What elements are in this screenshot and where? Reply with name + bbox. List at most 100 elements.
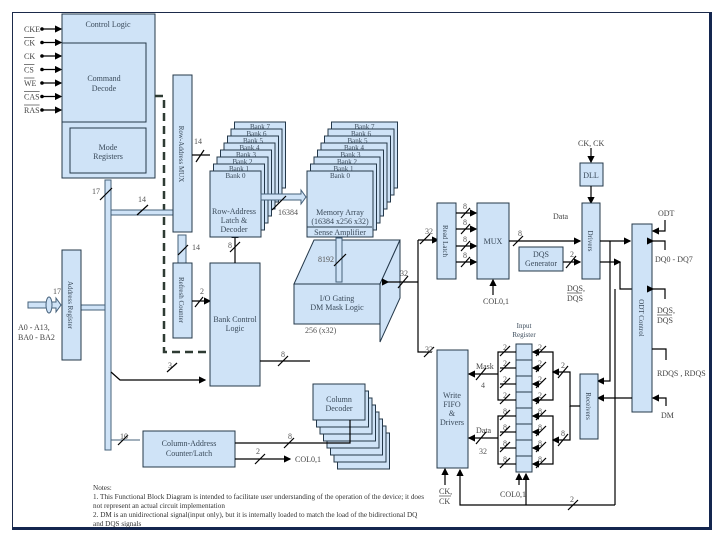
input-register-cell	[515, 391, 533, 409]
row-latch-bank-label: Bank 2	[232, 158, 253, 166]
col01-mux-label: COL0,1	[483, 297, 509, 306]
address-register-block: Address Register 17 A0 - A13, BA0 - BA2	[18, 249, 82, 361]
row-latch-bank-label: Bank 5	[243, 137, 264, 145]
note-2: 2. DM is an unidirectional signal(input …	[93, 511, 418, 519]
ck-ckbar-label: CK, CK	[578, 139, 604, 148]
bus-tick	[499, 457, 511, 469]
mask-label: Mask	[476, 362, 494, 371]
bus-width-8-read: 8	[463, 218, 467, 227]
input-pin-label: RAS	[24, 106, 40, 115]
bus-width-label: 2	[503, 391, 507, 400]
bus-width-label: 8	[503, 439, 507, 448]
bus-width-2-refresh: 2	[200, 287, 204, 296]
bus-width-label: 2	[538, 391, 542, 400]
bus-width-label: 8	[538, 439, 542, 448]
memory-array-block: Memory Array (16384 x256 x32) Sense Ampl…	[260, 188, 372, 237]
bus-width-8-bank: 8	[228, 241, 232, 250]
column-decoder-bank-0	[312, 383, 366, 421]
input-pin-label: WE	[24, 79, 37, 88]
bus-width-256: 256 (x32)	[305, 326, 337, 335]
bus-tick	[535, 377, 547, 389]
receivers-label: Receivers	[584, 392, 592, 420]
bus-width-8-read: 8	[463, 251, 467, 260]
bus-width-label: 8	[503, 407, 507, 416]
input-register-cell	[515, 359, 533, 377]
input-register-label: Input	[517, 322, 532, 330]
ck-bar-write-label: CK	[439, 497, 450, 506]
bank-control-label-2: Logic	[226, 324, 245, 333]
bus-width-label: 8	[538, 407, 542, 416]
column-address-counter-block: Column-Address Counter/Latch 8 2 COL0,1	[142, 420, 351, 468]
bus-width-8-col: 8	[281, 350, 285, 359]
bus-width-label: 8	[503, 423, 507, 432]
bus-tick	[535, 409, 547, 421]
bus-width-8-mux: 8	[518, 229, 522, 238]
column-counter-label-2: Counter/Latch	[166, 449, 212, 458]
memory-array-bank-label: Bank 0	[330, 172, 351, 180]
bank-address-input-label: BA0 - BA2	[18, 333, 55, 342]
memory-array-bank-0	[306, 170, 374, 238]
column-decoder-banks	[312, 383, 390, 470]
bus-width-4: 4	[481, 381, 485, 390]
bus-tick	[535, 393, 547, 405]
input-register-cell	[515, 343, 533, 361]
odt-label: ODT	[658, 209, 675, 218]
bus-width-8-receivers: 8	[561, 429, 565, 438]
memory-array-bank-label: Bank 5	[347, 137, 368, 145]
control-logic-label: Control Logic	[85, 20, 131, 29]
control-dashed-line	[155, 94, 210, 354]
bus-tick	[499, 425, 511, 437]
input-register-cell	[515, 439, 533, 457]
row-latch-bank-label: Bank 1	[229, 165, 250, 173]
bus-width-label: 2	[503, 375, 507, 384]
bus-width-17: 17	[92, 187, 100, 196]
bus-width-32-io: 32	[400, 269, 408, 278]
command-decode-block	[61, 42, 147, 123]
ck-write-label: CK,	[439, 487, 452, 496]
input-pin-label: CAS	[24, 93, 40, 102]
note-1-cont: not represent an actual circuit implemen…	[93, 502, 225, 510]
write-fifo-label: Write	[443, 391, 461, 400]
address-register-label: Address Register	[66, 281, 74, 330]
bus-width-2-bottom: 2	[570, 495, 574, 504]
note-2-cont: and DQS signals	[93, 520, 142, 528]
diagram-frame	[12, 12, 712, 530]
io-data-bus	[417, 240, 432, 353]
bus-width-8-counter: 8	[288, 432, 292, 441]
col01-input-label: COL0,1	[500, 490, 526, 499]
bus-tick	[499, 377, 511, 389]
drivers-label: Drivers	[586, 231, 594, 252]
data-in-bus	[540, 415, 554, 465]
bus-width-2-counter: 2	[256, 447, 260, 456]
bus-tick	[535, 345, 547, 357]
refresh-counter-block: Refresh Counter 2	[172, 262, 212, 339]
drivers-block: Drivers	[581, 202, 632, 505]
read-latch-label: Read Latch	[441, 225, 449, 258]
bus-width-2-dqs: 2	[570, 250, 574, 259]
input-register-cell	[515, 375, 533, 393]
notes-heading: Notes:	[93, 484, 112, 492]
memory-array-bank-label: Bank 1	[333, 165, 354, 173]
bus-width-label: 2	[503, 343, 507, 352]
mux-block: MUX COL0,1 8 Data	[476, 202, 582, 306]
write-fifo-label-4: Drivers	[440, 418, 464, 427]
row-address-mux-label: Row-Address MUX	[177, 126, 185, 183]
memory-array-size-label: (16384 x256 x32)	[311, 217, 369, 226]
write-fifo-label-3: &	[449, 409, 456, 418]
row-latch-label: Row-Address	[212, 207, 256, 216]
row-latch-bank-label: Bank 7	[250, 123, 271, 131]
memory-array-bank-label: Bank 3	[340, 151, 361, 159]
write-fifo-block: Write FIFO & Drivers Mask 4 Data 32 CK, …	[436, 349, 615, 511]
bus-tick	[535, 425, 547, 437]
memory-array-bank-label: Bank 7	[354, 123, 375, 131]
dq-label: DQ0 - DQ7	[655, 255, 693, 264]
bus-tick	[460, 207, 471, 219]
dll-label: DLL	[583, 171, 599, 180]
dqs-out-label: DQS,	[657, 306, 675, 315]
address-input-label: A0 - A13,	[18, 323, 50, 332]
row-latch-label-2: Latch &	[221, 216, 248, 225]
dqs-bar-label: DQS	[567, 294, 583, 303]
